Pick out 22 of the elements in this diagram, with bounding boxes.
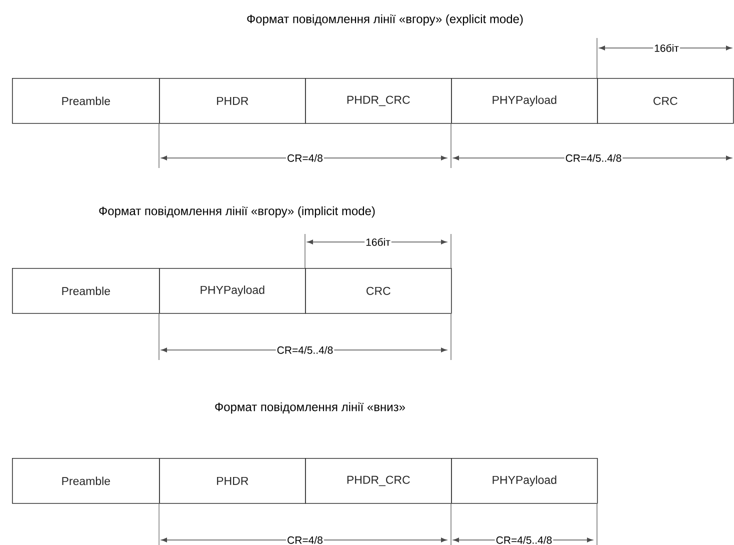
dimension-label: CR=4/8 bbox=[286, 535, 324, 545]
dimension-label: 16біт bbox=[364, 237, 392, 247]
field-cell: PHDR_CRC bbox=[305, 78, 452, 124]
dimension-label: CR=4/5..4/8 bbox=[564, 153, 623, 163]
field-cell: Preamble bbox=[12, 458, 160, 504]
heading: Формат повідомлення лінії «вниз» bbox=[215, 402, 405, 414]
dimension-label: 16біт bbox=[653, 43, 680, 53]
field-cell: PHDR bbox=[159, 78, 306, 124]
field-cell: CRC bbox=[305, 268, 452, 314]
field-cell: Preamble bbox=[12, 268, 160, 314]
dimension-label: CR=4/8 bbox=[286, 153, 324, 163]
heading: Формат повідомлення лінії «вгору» (explicit mode) bbox=[247, 14, 523, 26]
field-cell: PHDR bbox=[159, 458, 306, 504]
field-cell: PHYPayload bbox=[159, 268, 306, 314]
field-cell: PHYPayload bbox=[451, 458, 598, 504]
dimension-label: CR=4/5..4/8 bbox=[494, 535, 554, 545]
dimension-label: CR=4/5..4/8 bbox=[276, 345, 334, 355]
field-cell: Preamble bbox=[12, 78, 160, 124]
field-cell: PHDR_CRC bbox=[305, 458, 452, 504]
heading: Формат повідомлення лінії «вгору» (implicit mode) bbox=[99, 206, 375, 218]
field-cell: CRC bbox=[597, 78, 734, 124]
field-cell: PHYPayload bbox=[451, 78, 598, 124]
